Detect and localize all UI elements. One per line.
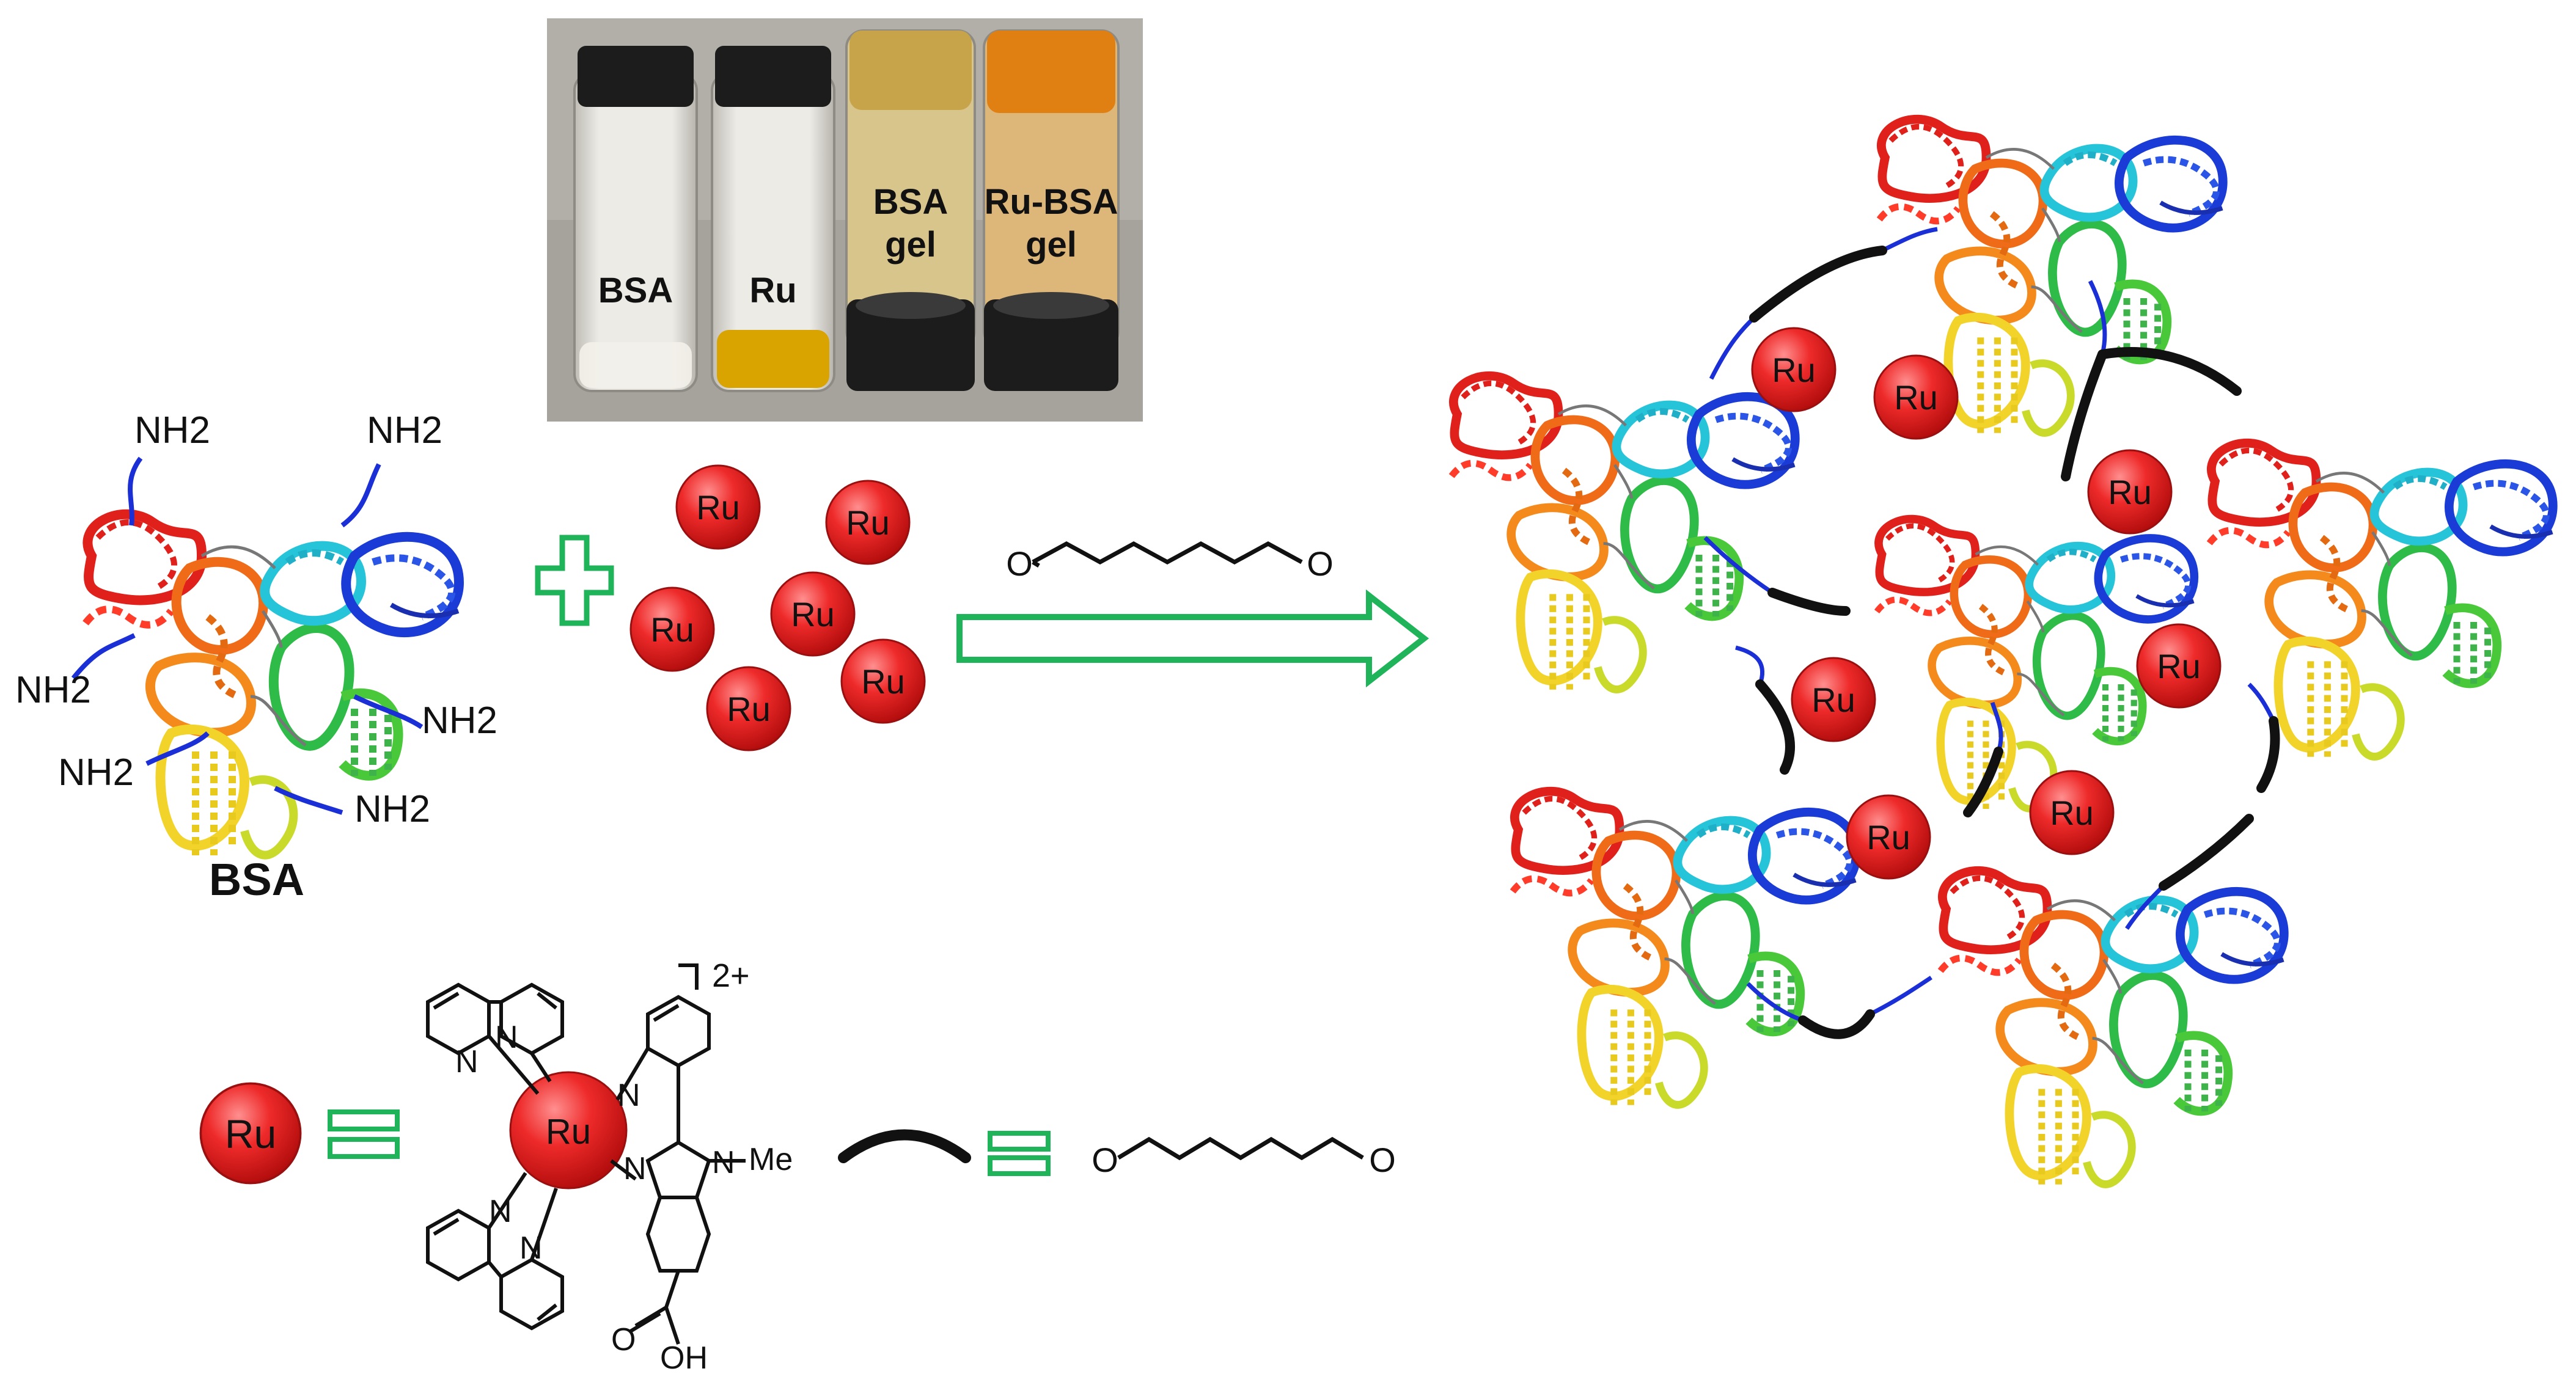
aldehyde-oxygen: O bbox=[1092, 1141, 1118, 1179]
nitrogen-label: N bbox=[617, 1078, 640, 1113]
svg-text:Ru: Ru bbox=[1866, 818, 1910, 857]
ru-sphere: Ru bbox=[706, 666, 791, 751]
equals-sign bbox=[328, 1109, 400, 1159]
ru-spheres-free: Ru Ru Ru Ru Ru Ru bbox=[629, 464, 926, 751]
nitrogen-label: N bbox=[455, 1044, 479, 1080]
nh2-text: NH2 bbox=[422, 700, 497, 742]
svg-text:Ru: Ru bbox=[696, 488, 740, 527]
amine-label: NH2 bbox=[367, 409, 442, 451]
ru-sphere: Ru bbox=[840, 638, 926, 724]
ru-complex-structure: Ru bbox=[426, 982, 746, 1345]
ru-sphere: Ru bbox=[629, 587, 715, 672]
svg-text:Ru: Ru bbox=[650, 610, 694, 649]
vial-cap bbox=[984, 299, 1118, 391]
vial-bsa: BSA bbox=[573, 46, 698, 392]
svg-text:Ru: Ru bbox=[846, 503, 890, 542]
svg-text:Ru: Ru bbox=[1811, 681, 1855, 719]
svg-text:Ru: Ru bbox=[225, 1111, 276, 1157]
network-protein bbox=[1513, 791, 1856, 1105]
nitrogen-label: N bbox=[495, 1020, 518, 1055]
amine-label: NH2 bbox=[134, 409, 210, 451]
vial-label: Ru bbox=[749, 271, 796, 310]
svg-text:Ru: Ru bbox=[727, 690, 771, 728]
nitrogen-label: N bbox=[519, 1230, 543, 1266]
vials-photo: BSA Ru BSA gel Ru-BSA gel bbox=[547, 18, 1143, 422]
equals-bar bbox=[988, 1155, 1051, 1176]
ru-legend: Ru bbox=[199, 1082, 400, 1185]
nitrogen-label: N bbox=[489, 1194, 512, 1229]
vial-bsa-gel: BSA gel bbox=[845, 29, 976, 391]
vial-cap bbox=[578, 46, 694, 107]
nitrogen-label: N bbox=[623, 1151, 647, 1186]
amine-linkers bbox=[71, 456, 424, 815]
network-protein bbox=[1451, 376, 1795, 690]
svg-text:Ru: Ru bbox=[1894, 378, 1938, 417]
equals-bar bbox=[988, 1131, 1051, 1152]
ru-sphere: Ru bbox=[675, 464, 761, 550]
charge-bracket bbox=[678, 963, 699, 990]
vial-label: BSA bbox=[598, 271, 673, 310]
ru-sphere: Ru bbox=[1751, 327, 1837, 412]
ru-sphere: Ru bbox=[770, 571, 856, 657]
svg-text:Ru: Ru bbox=[861, 662, 905, 701]
carbonyl-oxygen: O bbox=[611, 1322, 636, 1358]
bsa-title: BSA bbox=[209, 854, 304, 905]
plus-sign bbox=[535, 535, 614, 626]
amine-label: NH2 bbox=[422, 700, 497, 742]
vial-ru-bsa-gel: Ru-BSA gel bbox=[983, 29, 1120, 391]
linker-arc bbox=[838, 1129, 971, 1163]
complex-metal: Ru bbox=[546, 1112, 591, 1152]
amine-label: NH2 bbox=[354, 788, 430, 830]
aldehyde-oxygen: O bbox=[1369, 1141, 1396, 1179]
crosslinked-network: Ru Ru Ru Ru Ru Ru Ru bbox=[1451, 119, 2553, 1185]
nh2-text: NH2 bbox=[58, 751, 134, 794]
complex-labels: N N N N N N N Me O OH 2+ bbox=[455, 957, 793, 1374]
ru-sphere: Ru bbox=[2087, 449, 2173, 535]
nh2-text: NH2 bbox=[15, 669, 91, 711]
network-ru-spheres: Ru Ru Ru Ru Ru Ru Ru bbox=[1751, 327, 2222, 880]
svg-text:Ru: Ru bbox=[1772, 351, 1816, 389]
nh2-text: NH2 bbox=[134, 409, 210, 451]
network-protein bbox=[1940, 871, 2284, 1185]
ru-sphere-legend: Ru bbox=[199, 1082, 302, 1185]
vial-cap bbox=[846, 299, 975, 391]
amine-label: NH2 bbox=[15, 669, 91, 711]
linker-legend: O O bbox=[838, 1129, 1396, 1179]
vial-label: gel bbox=[1026, 225, 1077, 265]
charge-label: 2+ bbox=[712, 957, 750, 994]
nh2-text: NH2 bbox=[367, 409, 442, 451]
amine-label: NH2 bbox=[58, 751, 134, 794]
crosslinks bbox=[1749, 246, 2280, 1039]
svg-text:Ru: Ru bbox=[791, 595, 835, 634]
reaction-arrow bbox=[956, 589, 1429, 688]
svg-text:Ru: Ru bbox=[2050, 794, 2094, 832]
aldehyde-oxygen: O bbox=[1006, 544, 1033, 583]
ru-sphere: Ru bbox=[2136, 623, 2222, 709]
bsa-protein: NH2 NH2 NH2 NH2 NH2 NH2 BSA bbox=[15, 409, 497, 905]
vial-label: gel bbox=[885, 225, 936, 265]
vial-label: Ru-BSA bbox=[984, 182, 1118, 222]
svg-text:Ru: Ru bbox=[2157, 647, 2201, 685]
ru-sphere: Ru bbox=[1846, 794, 1931, 880]
vial-ru: Ru bbox=[711, 46, 835, 392]
nitrogen-label: N bbox=[712, 1145, 735, 1180]
network-protein bbox=[2209, 443, 2553, 757]
ru-sphere: Ru bbox=[825, 480, 911, 565]
nh2-text: NH2 bbox=[354, 788, 430, 830]
aldehyde-oxygen: O bbox=[1307, 544, 1334, 583]
ru-sphere: Ru bbox=[2029, 770, 2115, 855]
ru-sphere: Ru bbox=[1873, 354, 1959, 440]
vial-label: BSA bbox=[873, 182, 948, 222]
vial-cap bbox=[715, 46, 831, 107]
amine-labels: NH2 NH2 NH2 NH2 NH2 NH2 bbox=[15, 409, 497, 830]
methyl-label: Me bbox=[749, 1142, 793, 1177]
svg-text:Ru: Ru bbox=[2108, 473, 2152, 511]
glutaraldehyde-structure: O O bbox=[1006, 541, 1334, 583]
hydroxyl-label: OH bbox=[660, 1340, 708, 1374]
ru-sphere: Ru bbox=[1791, 657, 1876, 742]
